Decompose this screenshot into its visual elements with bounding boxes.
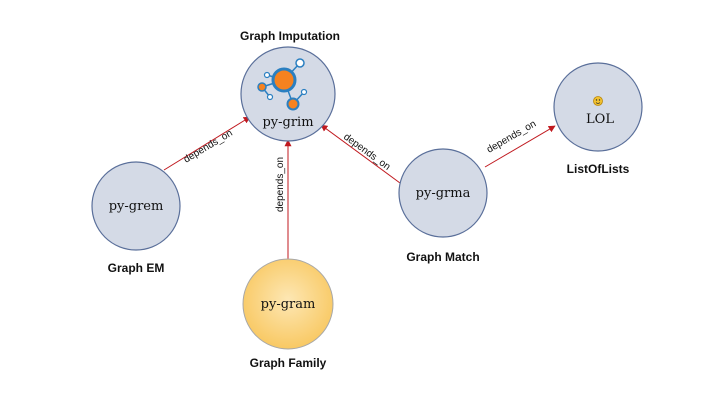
edge-label: depends_on — [275, 157, 286, 212]
node-circle — [240, 46, 336, 142]
node-py-grim[interactable]: py-grim — [240, 46, 336, 142]
node-label: py-grem — [109, 199, 164, 214]
edge-label: depends_on — [485, 119, 538, 156]
node-label: LOL — [586, 112, 614, 127]
node-circle — [553, 62, 643, 152]
node-circle — [91, 161, 181, 251]
edge-grem-grim: depends_on — [163, 116, 251, 171]
node-label: py-gram — [261, 297, 316, 312]
node-caption: Graph EM — [108, 261, 165, 275]
node-lol[interactable]: LOL — [553, 62, 643, 152]
edge-gram-grim: depends_on — [275, 139, 292, 260]
node-caption: Graph Match — [406, 250, 479, 264]
edge-label: depends_on — [341, 132, 392, 173]
node-circle — [398, 148, 488, 238]
edge-grma-grim: depends_on — [320, 124, 401, 184]
node-py-gram[interactable]: py-gram — [242, 258, 334, 350]
edge-label: depends_on — [182, 128, 235, 166]
node-caption: ListOfLists — [567, 162, 630, 176]
node-label: py-grim — [262, 115, 313, 130]
edge-grma-lol: depends_on — [484, 119, 556, 168]
network-logo-icon — [257, 58, 308, 111]
node-caption: Graph Family — [250, 356, 327, 370]
node-caption: Graph Imputation — [240, 29, 340, 43]
node-circle — [242, 258, 334, 350]
node-label: py-grma — [416, 186, 471, 201]
smiley-icon — [593, 96, 603, 106]
node-py-grem[interactable]: py-grem — [91, 161, 181, 251]
node-py-grma[interactable]: py-grma — [398, 148, 488, 238]
